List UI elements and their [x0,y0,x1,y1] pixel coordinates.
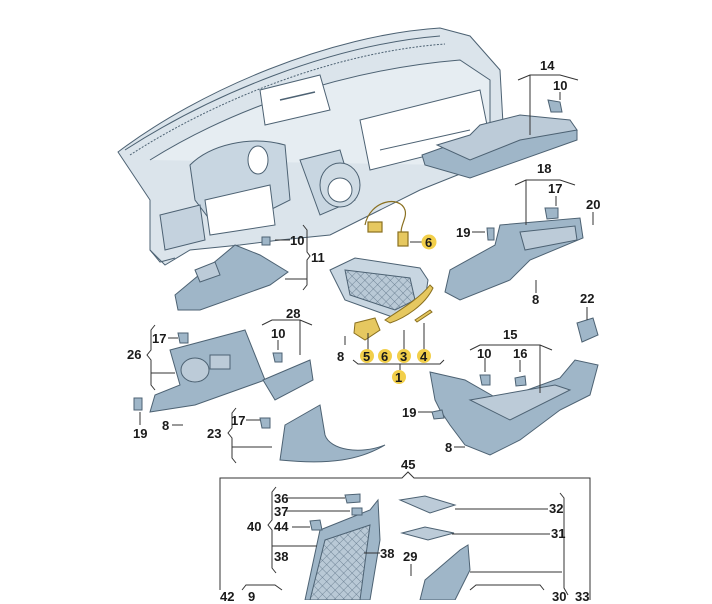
callout-23: 23 [207,426,222,441]
leader-lines [139,74,594,600]
callout-6: 6 [425,235,433,250]
trim-strip-parts-3-4 [384,284,434,324]
callout-14: 14 [540,58,555,73]
tray-part-5 [353,317,381,341]
glovebox-part [329,257,429,319]
part-26-panel [133,329,266,413]
callout-32: 32 [549,501,564,516]
callout-9: 9 [248,589,256,604]
callout-18: 18 [537,161,552,176]
callout-10: 10 [553,78,568,93]
highlight-markers [360,234,437,384]
callout-36: 36 [274,491,289,506]
callout-8: 8 [532,292,540,307]
callout-29: 29 [403,549,418,564]
callout-45: 45 [401,457,416,472]
callout-15: 15 [503,327,518,342]
callout-1: 1 [395,370,403,385]
callout-17: 17 [152,331,167,346]
callout-19: 19 [133,426,148,441]
callout-33: 33 [575,589,590,604]
callout-30: 30 [552,589,567,604]
callout-10: 10 [477,346,492,361]
callout-28: 28 [286,306,301,321]
part-15-panel [429,317,599,456]
callout-19: 19 [402,405,417,420]
callout-4: 4 [420,349,428,364]
callout-8: 8 [445,440,453,455]
part-28-panel [262,352,314,401]
callout-44: 44 [274,519,289,534]
console-part-40 [304,493,381,600]
dashboard-main-part [117,27,506,266]
callout-5: 5 [363,349,371,364]
callout-40: 40 [247,519,262,534]
console-part-33 [398,495,471,600]
callout-8: 8 [337,349,345,364]
callout-10: 10 [290,233,305,248]
callout-8: 8 [162,418,170,433]
callout-17: 17 [548,181,563,196]
callout-3: 3 [400,349,408,364]
callout-20: 20 [586,197,601,212]
callout-38: 38 [274,549,289,564]
callout-42: 42 [220,589,235,604]
part-11-panel [174,236,289,311]
callout-38: 38 [380,546,395,561]
callout-11: 11 [311,250,325,265]
callout-16: 16 [513,346,528,361]
part-23-panel [259,404,386,463]
callout-19: 19 [456,225,471,240]
callout-26: 26 [127,347,142,362]
callout-6: 6 [381,349,389,364]
callout-22: 22 [580,291,595,306]
callout-31: 31 [551,526,566,541]
callout-37: 37 [274,504,289,519]
wire-harness-part-6 [364,201,409,247]
part-18-panel [444,207,584,301]
callout-10: 10 [271,326,286,341]
callout-17: 17 [231,413,246,428]
part-14-panel [421,99,578,179]
